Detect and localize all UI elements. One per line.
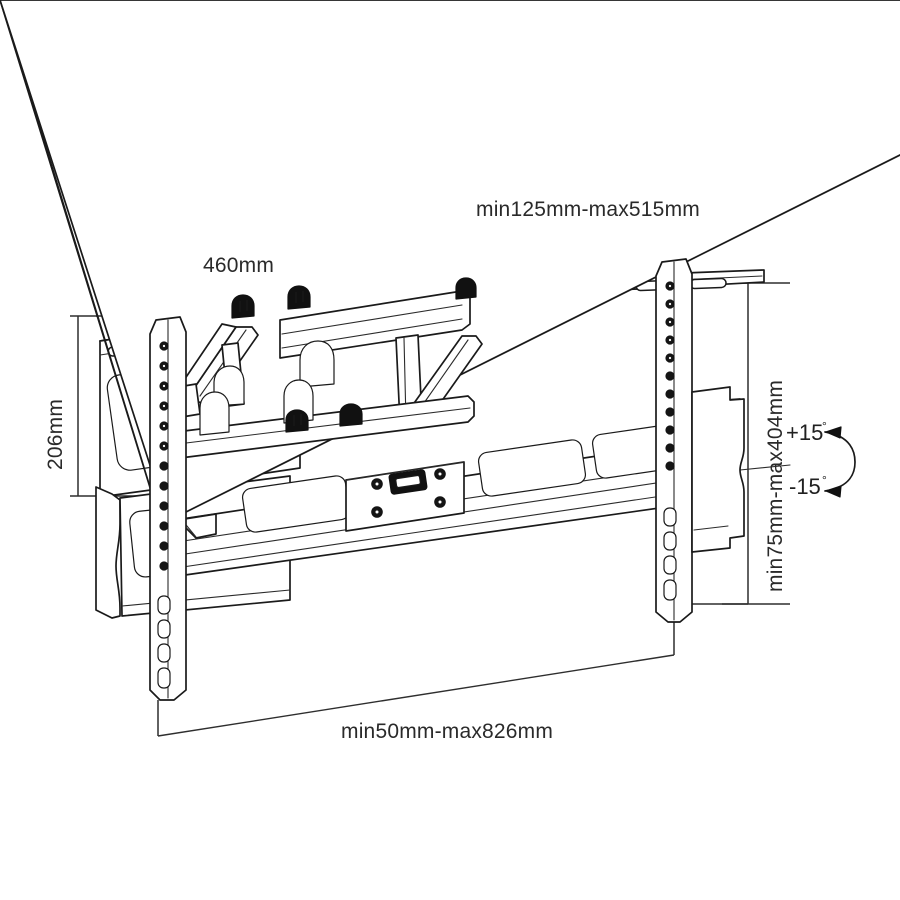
pivot-bolt-group xyxy=(231,277,477,433)
tilt-up-degree-symbol: ° xyxy=(822,419,827,433)
right-vertical-rail xyxy=(655,258,693,623)
label-layer: min125mm-max515mm 460mm 206mm min75mm-ma… xyxy=(44,198,827,743)
beam-right-tab xyxy=(691,386,745,553)
beam-cutout xyxy=(477,439,587,497)
plate-width-dimension-label: 460mm xyxy=(203,254,274,277)
tilt-down-label: -15 xyxy=(789,474,821,499)
tilt-down-degree-symbol: ° xyxy=(822,473,827,487)
vesa-horizontal-dimension-label: min50mm-max826mm xyxy=(341,720,553,743)
left-vertical-rail xyxy=(149,316,187,701)
bracket-assembly xyxy=(0,0,900,701)
vesa-vertical-dimension-label: min75mm-max404mm xyxy=(764,380,787,592)
center-mounting-plate xyxy=(345,461,465,532)
vesa-horizontal-dimension-group xyxy=(157,622,675,737)
tilt-range-arrow xyxy=(824,426,856,498)
plate-height-dimension-label: 206mm xyxy=(44,399,67,470)
tilt-up-label: +15 xyxy=(786,420,823,445)
depth-dimension-label: min125mm-max515mm xyxy=(476,198,700,221)
